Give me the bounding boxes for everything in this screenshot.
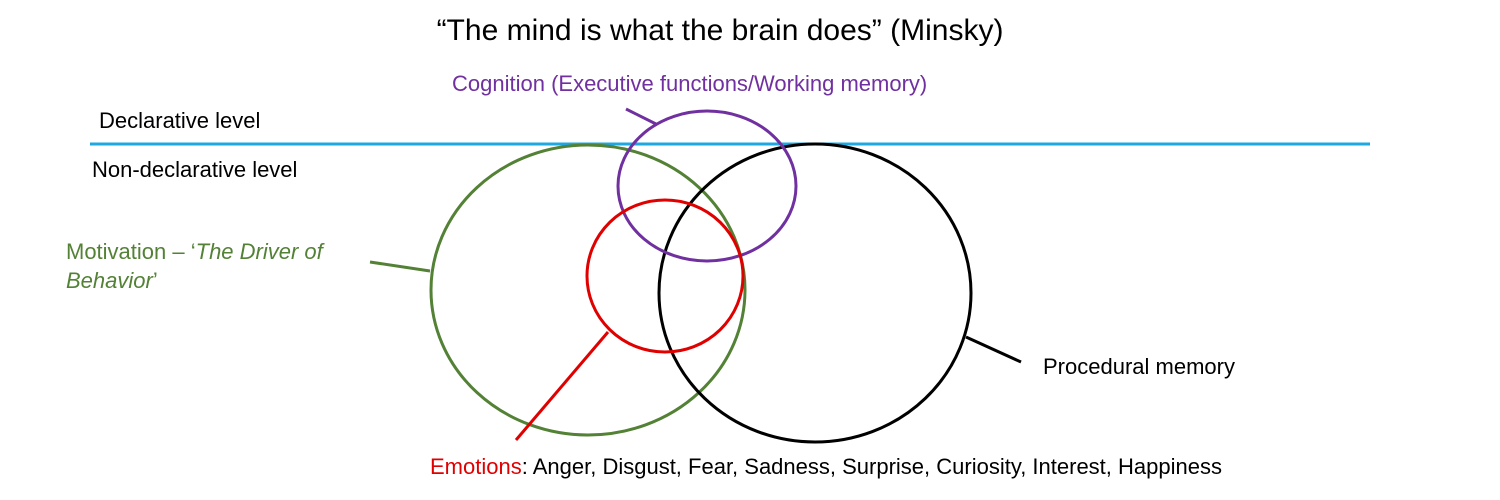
motivation-label-prefix: Motivation – ‘ bbox=[66, 239, 196, 264]
emotions-circle bbox=[585, 198, 745, 354]
motivation-label-suffix: ’ bbox=[152, 267, 158, 293]
declarative-level-label: Declarative level bbox=[99, 108, 261, 133]
cognition-leader-line bbox=[625, 107, 657, 126]
procedural-memory-label: Procedural memory bbox=[1043, 354, 1235, 379]
motivation-label: Motivation – ‘The Driver of Behavior’ bbox=[66, 238, 366, 295]
emotions-label-word: Emotions bbox=[430, 454, 522, 479]
page-title: “The mind is what the brain does” (Minsk… bbox=[436, 14, 1004, 47]
non-declarative-level-label: Non-declarative level bbox=[92, 157, 298, 182]
cognition-circle bbox=[616, 109, 798, 263]
motivation-circle bbox=[429, 143, 747, 437]
procedural-memory-circle bbox=[657, 142, 973, 444]
procedural-leader-line bbox=[965, 335, 1022, 364]
emotions-list: : Anger, Disgust, Fear, Sadness, Surpris… bbox=[521, 454, 1222, 479]
emotions-label: Emotions: Anger, Disgust, Fear, Sadness,… bbox=[430, 454, 1222, 479]
motivation-leader-line bbox=[369, 260, 431, 273]
emotions-leader-line bbox=[514, 331, 610, 441]
motivation-label-italic: The Driver of Behavior bbox=[66, 239, 323, 293]
cognition-label: Cognition (Executive functions/Working m… bbox=[452, 71, 928, 96]
